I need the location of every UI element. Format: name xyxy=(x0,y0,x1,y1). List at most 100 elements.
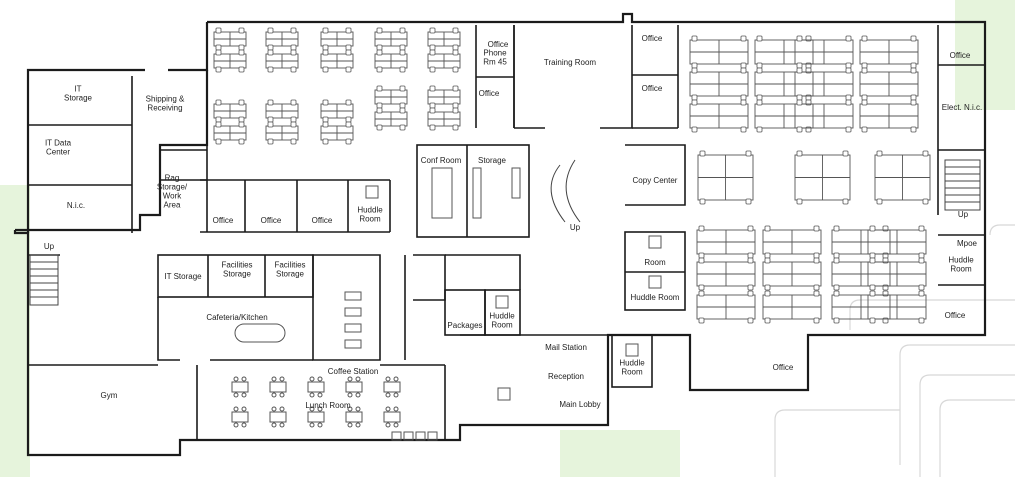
lunch-table xyxy=(383,406,401,428)
workstation-cluster xyxy=(427,85,461,109)
huddle-table xyxy=(648,235,662,249)
room-label-nic-left: N.i.c. xyxy=(67,201,85,210)
kitchen-counter xyxy=(234,323,286,343)
workstation-cluster xyxy=(213,49,247,73)
workstation-cluster xyxy=(427,49,461,73)
workstation-cluster xyxy=(265,27,299,51)
room-label-mpoe: Mpoe xyxy=(957,239,978,248)
room-label-up-left: Up xyxy=(44,242,55,251)
room-label-conf-room: Conf Room xyxy=(421,156,462,165)
workstation-cluster xyxy=(874,150,931,205)
room-label-mail: Mail Station xyxy=(545,343,587,352)
workstation-cluster xyxy=(689,35,749,69)
workstation-cluster xyxy=(320,121,354,145)
room-label-office-c: Office xyxy=(312,216,333,225)
lunch-table xyxy=(345,376,363,398)
room-label-office-r2: Office xyxy=(642,84,663,93)
exterior-walls xyxy=(13,12,987,457)
workstation-cluster xyxy=(427,107,461,131)
room-label-office-mid: Office xyxy=(479,89,500,98)
workstation-cluster xyxy=(696,290,756,324)
room-label-reception: Reception xyxy=(548,372,584,381)
workstation-cluster xyxy=(265,121,299,145)
room-label-main-lobby: Main Lobby xyxy=(559,400,600,409)
lunch-table xyxy=(269,406,287,428)
room-label-training: Training Room xyxy=(544,58,597,67)
workstation-cluster xyxy=(320,99,354,123)
workstation-cluster xyxy=(867,225,927,259)
bg-accent-left xyxy=(0,185,30,477)
stairs xyxy=(29,159,981,306)
workstation-cluster xyxy=(696,225,756,259)
workstation-cluster xyxy=(859,35,919,69)
workstation-cluster xyxy=(265,49,299,73)
workstation-cluster xyxy=(374,85,408,109)
room-label-packages: Packages xyxy=(447,321,482,330)
room-label-shipping: Shipping &Receiving xyxy=(146,95,185,113)
workstation-cluster xyxy=(427,27,461,51)
workstation-cluster xyxy=(859,99,919,133)
room-label-room: Room xyxy=(644,258,666,267)
workstation-cluster xyxy=(762,290,822,324)
room-label-lunch: Lunch Room xyxy=(305,401,351,410)
huddle-table xyxy=(365,185,379,199)
conference-table xyxy=(431,167,453,219)
workstation-cluster xyxy=(374,107,408,131)
workstation-cluster xyxy=(213,121,247,145)
room-label-it-storage2: IT Storage xyxy=(164,272,202,281)
lobby-table xyxy=(497,387,511,401)
workstation-cluster xyxy=(794,150,851,205)
room-label-up-stair: Up xyxy=(570,223,581,232)
room-label-office-bottom: Office xyxy=(773,363,794,372)
room-label-storage: Storage xyxy=(478,156,507,165)
interior-walls xyxy=(28,25,985,440)
room-label-office-br: Office xyxy=(945,311,966,320)
room-label-coffee: Coffee Station xyxy=(328,367,379,376)
workstation-cluster xyxy=(859,67,919,101)
room-label-up-right: Up xyxy=(958,210,969,219)
bg-accent-bottom xyxy=(560,430,680,477)
lunch-table xyxy=(383,376,401,398)
room-label-copy-center: Copy Center xyxy=(633,176,678,185)
storage-shelves xyxy=(472,167,521,219)
room-label-office-a: Office xyxy=(213,216,234,225)
room-label-office-tr: Office xyxy=(950,51,971,60)
workstation-cluster xyxy=(696,257,756,291)
lunch-table xyxy=(231,406,249,428)
workstation-cluster xyxy=(867,257,927,291)
workstation-cluster xyxy=(867,290,927,324)
room-label-cafeteria: Cafeteria/Kitchen xyxy=(206,313,267,322)
room-label-office-phone: Office xyxy=(488,40,509,49)
lunch-table xyxy=(307,406,325,428)
workstation-cluster xyxy=(213,99,247,123)
huddle-table xyxy=(495,295,509,309)
workstation-cluster xyxy=(794,67,854,101)
workstation-cluster xyxy=(689,67,749,101)
workstation-cluster xyxy=(762,257,822,291)
workstation-cluster xyxy=(320,27,354,51)
workstation-cluster xyxy=(374,27,408,51)
coffee-station-equipment xyxy=(344,291,362,349)
lunch-table xyxy=(307,376,325,398)
lobby-lockers xyxy=(391,431,438,441)
room-label-elect: Elect. N.i.c. xyxy=(942,103,982,112)
workstation-cluster xyxy=(762,225,822,259)
furniture xyxy=(213,27,931,441)
workstation-cluster xyxy=(794,35,854,69)
bg-rounded-lines xyxy=(774,224,1015,477)
room-label-office-b: Office xyxy=(261,216,282,225)
lunch-table xyxy=(231,376,249,398)
